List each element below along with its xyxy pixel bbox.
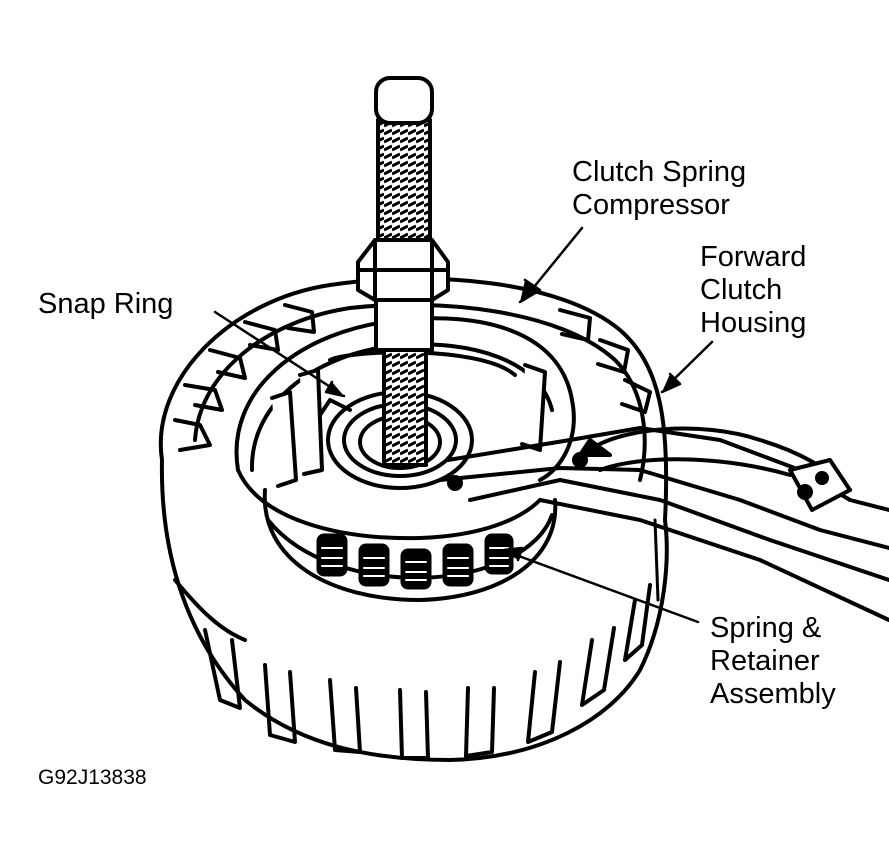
label-snap-ring: Snap Ring [38, 288, 173, 321]
spring-retainer-assembly [262, 488, 558, 602]
label-clutch-spring-compressor: Clutch Spring Compressor [572, 156, 746, 222]
label-line: Compressor [572, 189, 730, 221]
label-forward-clutch-housing: Forward Clutch Housing [700, 241, 806, 340]
label-line: Clutch [700, 274, 783, 306]
label-line: Snap Ring [38, 288, 174, 320]
compressor-handles [438, 426, 889, 622]
leader-lines [213, 226, 714, 624]
label-spring-retainer-assembly: Spring & Retainer Assembly [710, 612, 836, 711]
figure-code: G92J13838 [38, 766, 147, 789]
label-line: Retainer [710, 645, 820, 677]
label-line: Housing [700, 307, 807, 339]
compressor-screw [356, 76, 450, 467]
leader-snap-ring [213, 310, 340, 394]
label-line: Spring & [710, 612, 822, 644]
leader-spring-retainer [506, 550, 700, 624]
label-line: Clutch Spring [572, 156, 747, 188]
label-line: Forward [700, 241, 807, 273]
label-line: Assembly [710, 678, 836, 710]
